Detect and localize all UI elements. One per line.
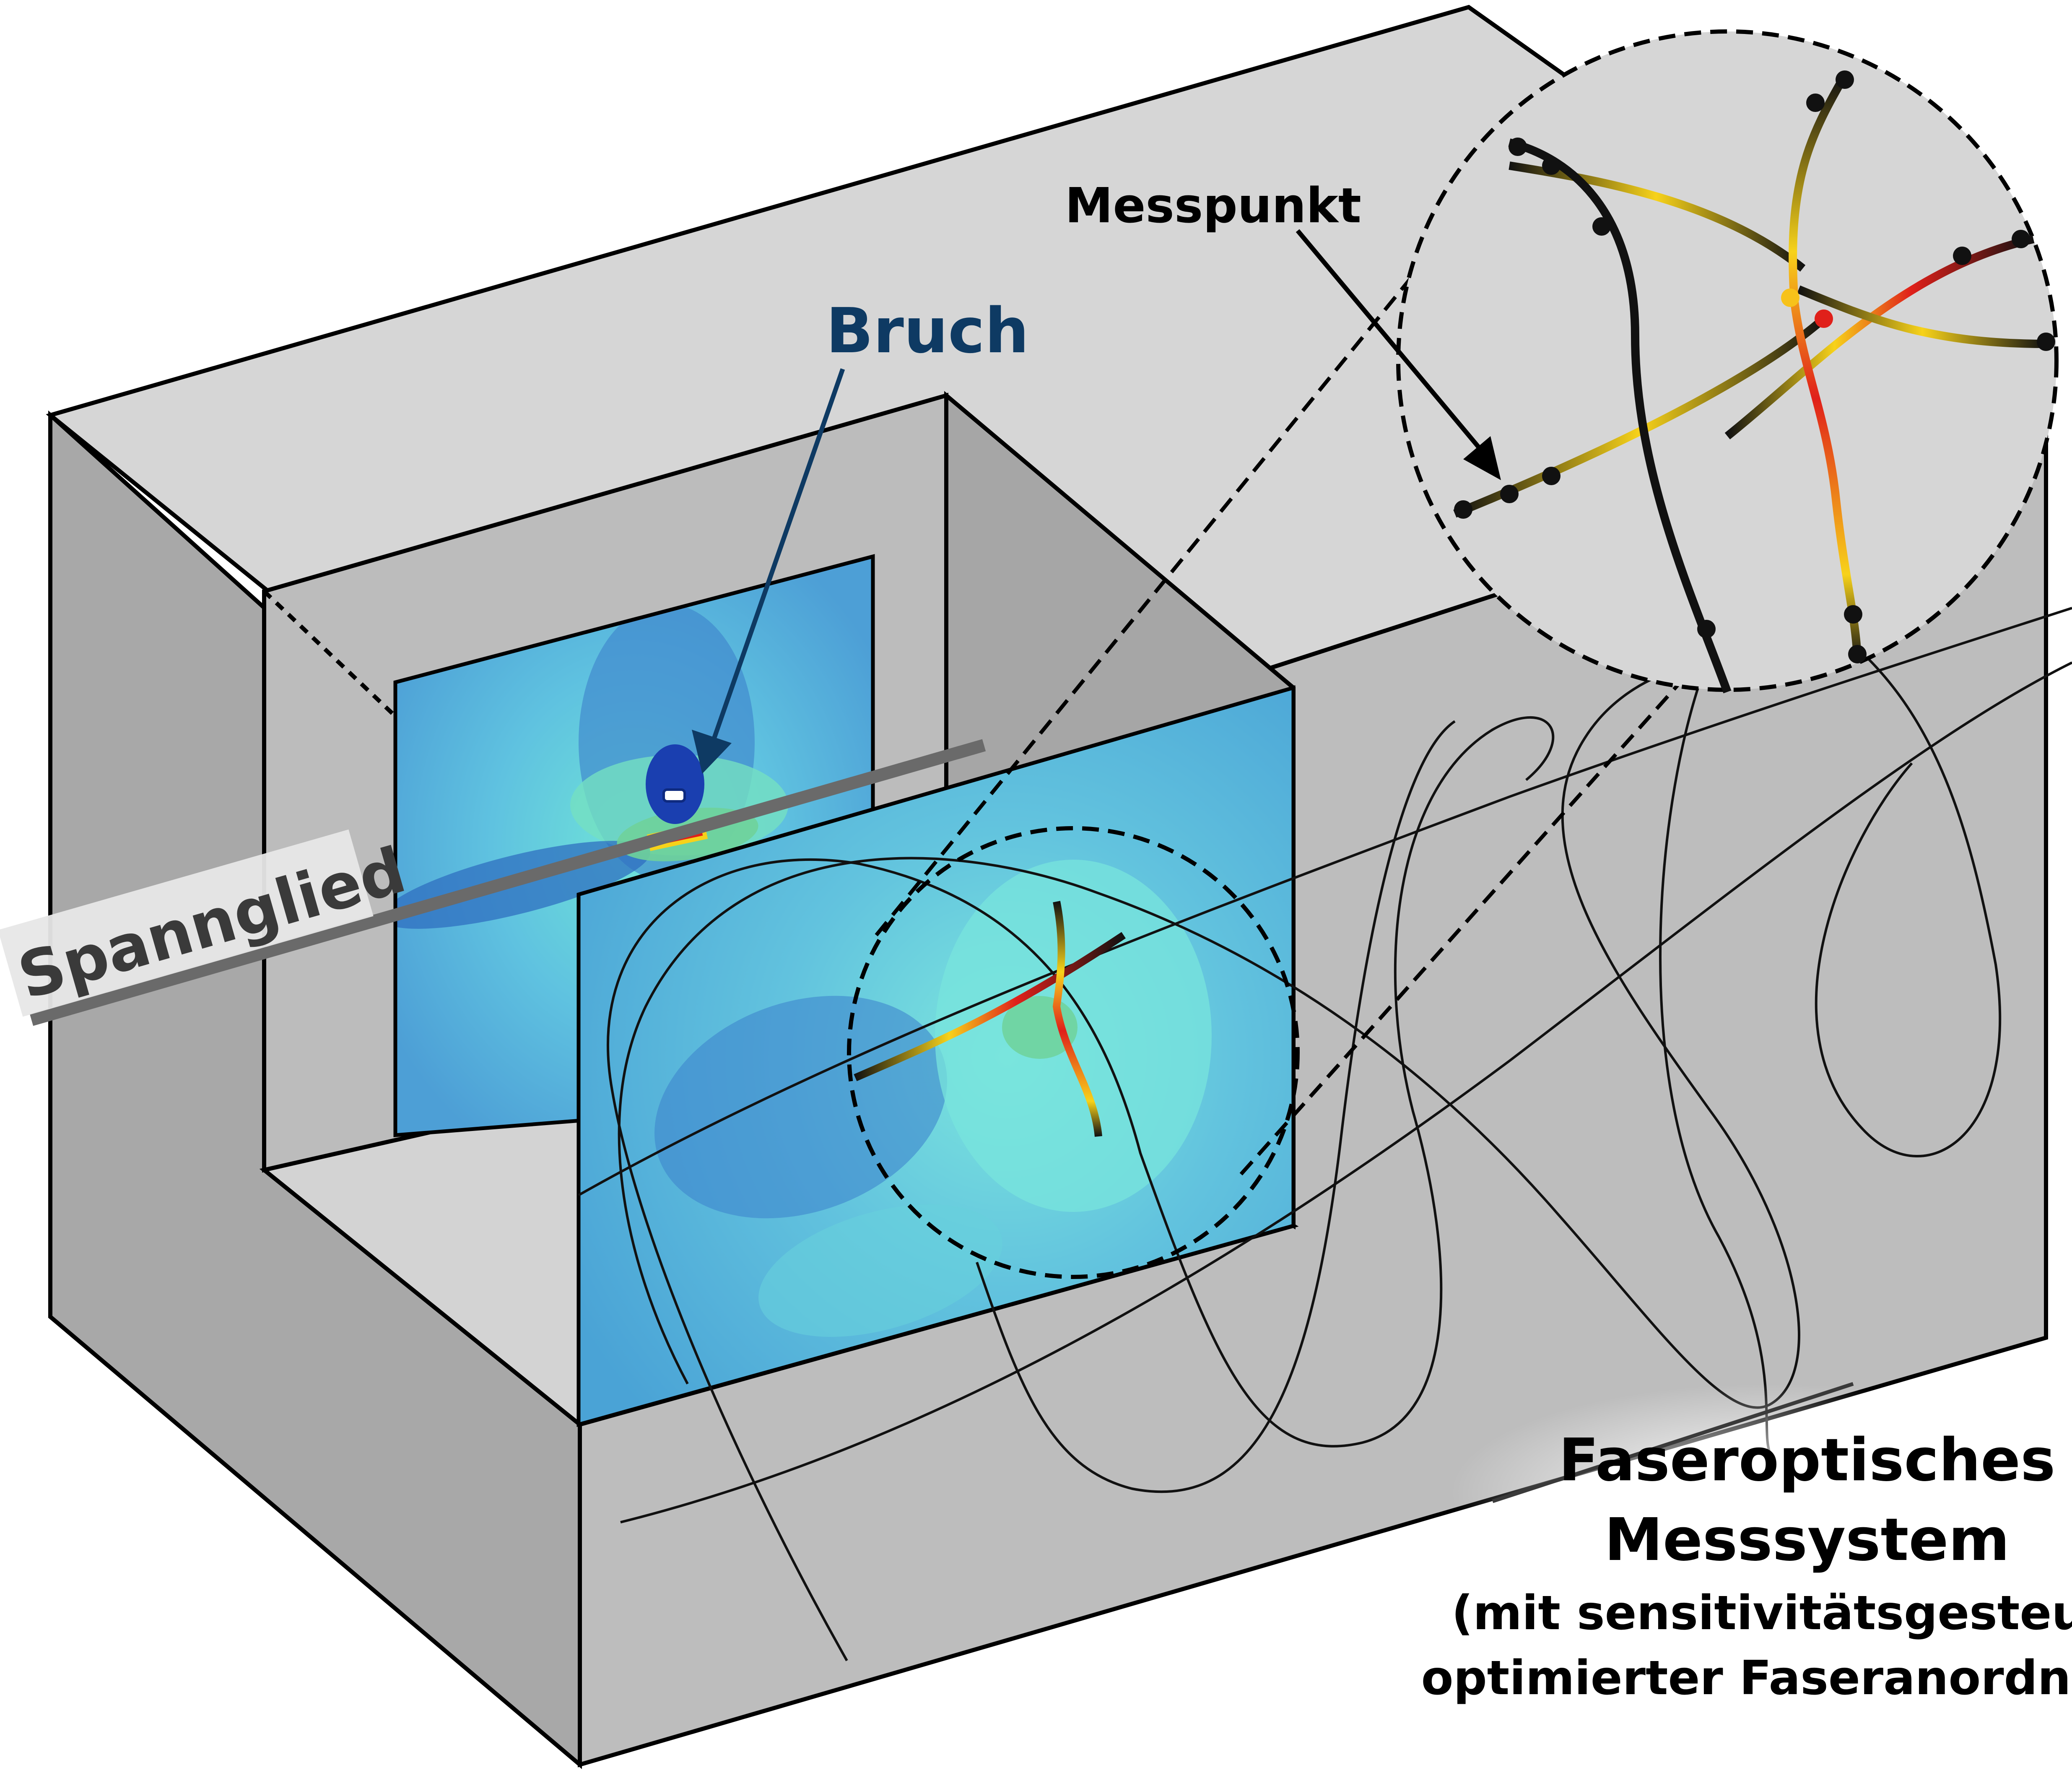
- fiber-segment: [1453, 315, 1827, 518]
- fiber-segment: [1508, 138, 1732, 694]
- crack-icon: [662, 788, 686, 803]
- strain-segment: [1052, 901, 1102, 1137]
- system-label-line3: (mit sensitivitätsgesteuert: [1451, 1586, 2072, 1640]
- optical-fiber: [578, 607, 2072, 1661]
- system-label-line4: optimierter Faseranordnung): [1421, 1651, 2072, 1705]
- detail-circle-zoom: [1396, 29, 2059, 694]
- fiber-segment: [1724, 235, 2035, 439]
- hidden-edge: [262, 590, 582, 894]
- system-label-line1: Faseroptisches: [1559, 1426, 2056, 1495]
- system-label-line2: Messsystem: [1605, 1506, 2010, 1574]
- bruch-label: Bruch: [826, 295, 1029, 367]
- label-glow: [1451, 1384, 2072, 1602]
- messpunkt-label: Messpunkt: [1065, 178, 1361, 234]
- detail-circle-small: [847, 826, 1300, 1279]
- messpunkt-arrow: [1296, 229, 1501, 480]
- spannglied-label-bg: [0, 829, 374, 1017]
- fiber-segment: [1797, 285, 2046, 348]
- bruch-arrow: [692, 368, 845, 774]
- stress-field-front-plane: [576, 685, 1296, 1427]
- strain-segment: [854, 932, 1126, 1081]
- measurement-point-icon: [1454, 70, 2055, 663]
- system-leader-line: [1492, 1382, 1854, 1503]
- magnification-lines: [875, 259, 1733, 1175]
- fiber-segment: [1789, 73, 1862, 663]
